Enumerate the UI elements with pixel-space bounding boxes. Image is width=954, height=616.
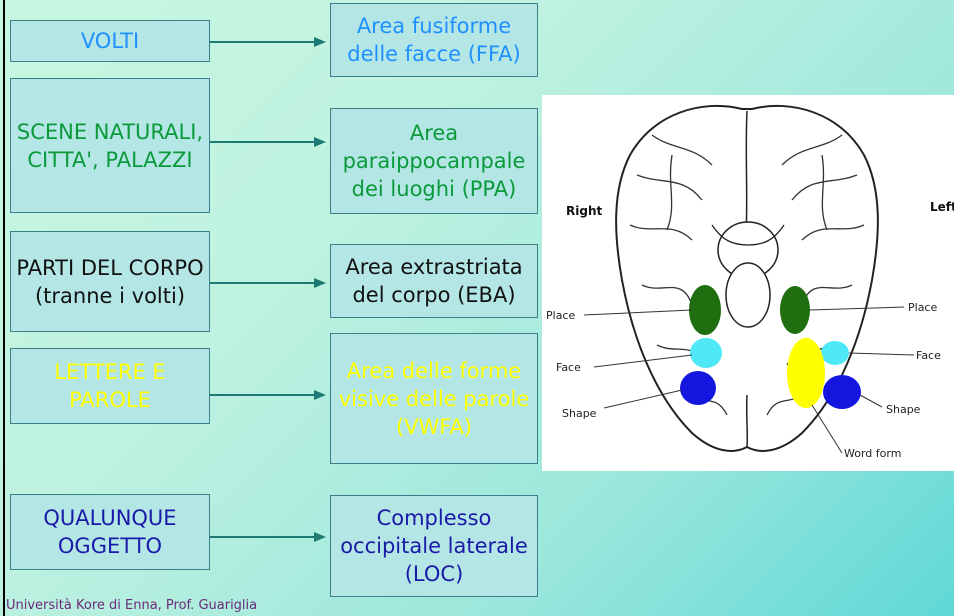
arrow-letters — [210, 386, 328, 404]
shape-region-right-hemisphere — [680, 371, 716, 405]
category-box-faces: VOLTI — [10, 20, 210, 62]
brain-diagram-panel: Right Left Place Place Face Face Shape S… — [542, 95, 954, 471]
place-label-right: Place — [546, 309, 575, 322]
face-label-right: Face — [556, 361, 581, 374]
area-box-eba: Area extrastriata del corpo (EBA) — [330, 244, 538, 318]
place-region-right-hemisphere — [689, 285, 721, 335]
area-box-loc: Complesso occipitale laterale (LOC) — [330, 495, 538, 597]
arrow-faces — [210, 33, 328, 51]
area-box-vwfa: Area delle forme visive delle parole (VW… — [330, 333, 538, 464]
arrow-objects — [210, 528, 328, 546]
shape-label-right: Shape — [562, 407, 597, 420]
shape-label-left: Shape — [886, 403, 921, 416]
face-label-left: Face — [916, 349, 941, 362]
place-label-left: Place — [908, 301, 937, 314]
arrow-scenes — [210, 133, 328, 151]
category-box-letters: LETTERE E PAROLE — [10, 348, 210, 424]
arrow-body-parts — [210, 274, 328, 292]
word-form-region — [787, 338, 825, 408]
face-region-right-hemisphere — [690, 338, 722, 368]
footer-credit: Università Kore di Enna, Prof. Guariglia — [6, 598, 257, 613]
left-hemisphere-label: Left — [930, 200, 954, 214]
area-box-ppa: Area paraippocampale dei luoghi (PPA) — [330, 108, 538, 214]
right-hemisphere-label: Right — [566, 204, 602, 218]
brain-diagram: Right Left Place Place Face Face Shape S… — [542, 95, 954, 471]
category-box-objects: QUALUNQUE OGGETTO — [10, 494, 210, 570]
area-box-ffa: Area fusiforme delle facce (FFA) — [330, 3, 538, 77]
category-box-body-parts: PARTI DEL CORPO (tranne i volti) — [10, 231, 210, 332]
place-region-left-hemisphere — [780, 286, 810, 334]
face-region-left-hemisphere — [821, 341, 849, 365]
word-form-label: Word form — [844, 447, 901, 460]
shape-region-left-hemisphere — [823, 375, 861, 409]
left-border-line — [3, 0, 5, 616]
category-box-scenes: SCENE NATURALI, CITTA', PALAZZI — [10, 78, 210, 213]
